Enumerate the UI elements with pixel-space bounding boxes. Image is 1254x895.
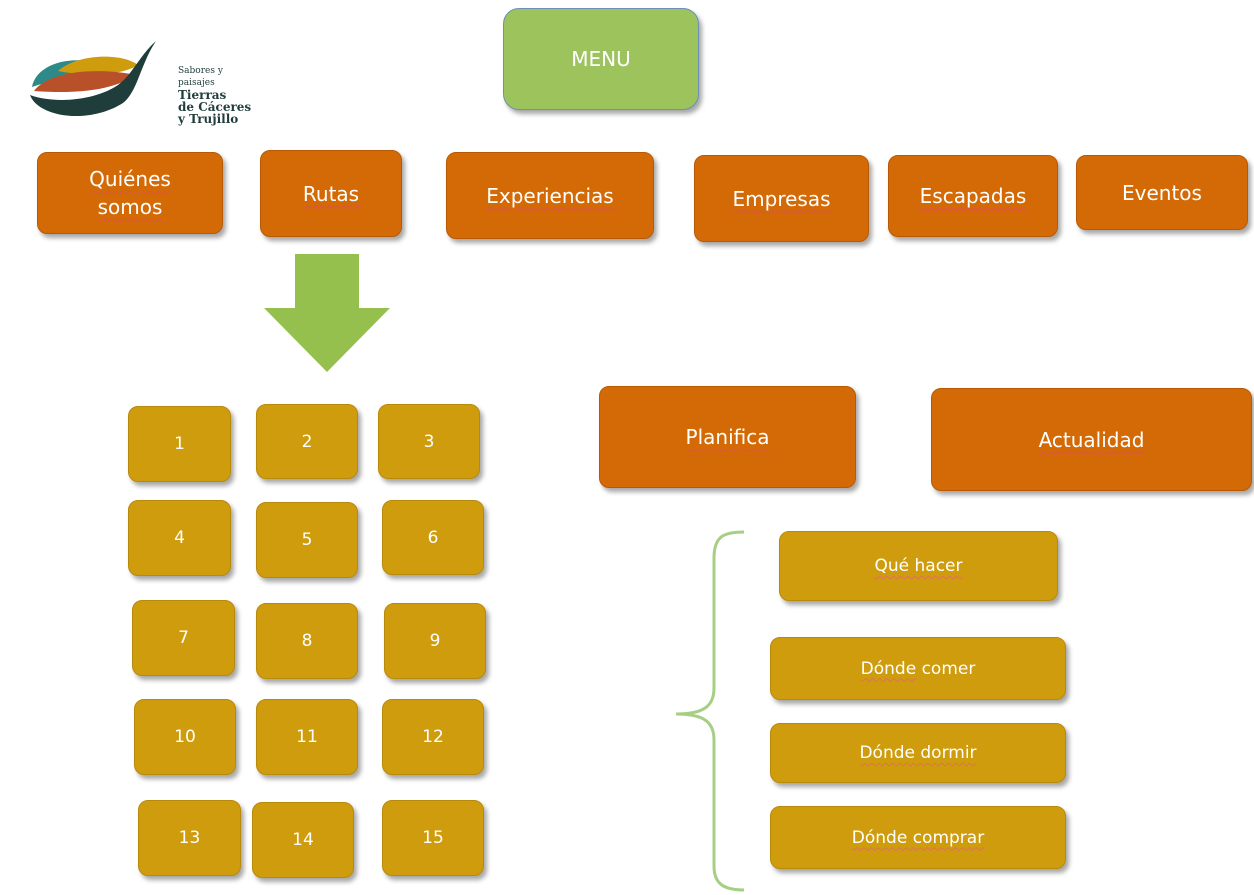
route-number: 10 <box>174 727 196 747</box>
route-number: 4 <box>174 528 185 548</box>
menu-item-escapadas[interactable]: Escapadas <box>888 155 1058 237</box>
menu-item-label: Eventos <box>1122 180 1202 205</box>
menu-item-label: Experiencias <box>486 183 614 208</box>
planifica-node[interactable]: Planifica <box>599 386 856 488</box>
menu-item-label: Escapadas <box>919 184 1027 208</box>
route-number: 1 <box>174 434 185 454</box>
menu-item-eventos[interactable]: Eventos <box>1076 155 1248 230</box>
route-box-1[interactable]: 1 <box>128 406 231 482</box>
route-box-4[interactable]: 4 <box>128 500 231 576</box>
logo-name-2: de Cáceres <box>178 100 252 114</box>
route-box-14[interactable]: 14 <box>252 802 354 878</box>
menu-item-quienes-somos[interactable]: Quiénes somos <box>37 152 223 234</box>
route-box-9[interactable]: 9 <box>384 603 486 679</box>
route-number: 9 <box>429 631 441 651</box>
route-box-7[interactable]: 7 <box>132 600 235 676</box>
planifica-item-que-hacer[interactable]: Qué hacer <box>779 531 1058 601</box>
route-number: 15 <box>422 828 444 848</box>
menu-item-experiencias[interactable]: Experiencias <box>446 152 654 239</box>
planifica-item-label: Dónde comer <box>860 658 976 679</box>
menu-item-label: Rutas <box>302 181 360 206</box>
route-box-11[interactable]: 11 <box>256 699 358 775</box>
menu-root-label: MENU <box>571 47 631 71</box>
logo-tagline-2: paisajes <box>178 78 215 88</box>
actualidad-label: Actualidad <box>1038 427 1145 452</box>
route-box-5[interactable]: 5 <box>256 502 358 578</box>
route-number: 3 <box>423 431 435 452</box>
logo-tagline-1: Sabores y <box>178 66 223 76</box>
route-number: 14 <box>292 830 314 850</box>
planifica-item-label: Qué hacer <box>874 556 963 576</box>
route-box-6[interactable]: 6 <box>382 500 484 575</box>
route-box-15[interactable]: 15 <box>382 800 484 876</box>
menu-item-label: Empresas <box>732 186 831 211</box>
route-box-8[interactable]: 8 <box>256 603 358 679</box>
route-number: 6 <box>427 527 439 548</box>
route-box-2[interactable]: 2 <box>256 404 358 479</box>
route-box-13[interactable]: 13 <box>138 800 241 876</box>
route-number: 8 <box>301 631 313 651</box>
menu-root-node[interactable]: MENU <box>503 8 699 110</box>
brand-logo: Sabores y paisajes Tierras de Cáceres y … <box>28 25 251 135</box>
actualidad-node[interactable]: Actualidad <box>931 388 1252 491</box>
down-arrow-icon <box>264 254 390 372</box>
route-number: 7 <box>178 628 189 648</box>
route-box-10[interactable]: 10 <box>134 699 236 775</box>
route-box-12[interactable]: 12 <box>382 699 484 775</box>
planifica-item-donde-dormir[interactable]: Dónde dormir <box>770 723 1066 783</box>
planifica-item-donde-comprar[interactable]: Dónde comprar <box>770 806 1066 869</box>
planifica-item-donde-comer[interactable]: Dónde comer <box>770 637 1066 700</box>
menu-item-label: Quiénes somos <box>89 167 171 219</box>
planifica-label: Planifica <box>685 425 770 449</box>
menu-item-empresas[interactable]: Empresas <box>694 155 869 242</box>
planifica-item-label: Dónde dormir <box>859 743 977 763</box>
menu-item-rutas[interactable]: Rutas <box>260 150 402 237</box>
planifica-item-label: Dónde comprar <box>851 827 985 848</box>
logo-name-1: Tierras <box>178 88 227 102</box>
logo-mark-icon <box>30 41 156 117</box>
route-number: 2 <box>301 431 313 452</box>
route-number: 12 <box>422 727 444 747</box>
grouping-brace-icon <box>675 530 745 892</box>
route-number: 13 <box>178 828 201 848</box>
logo-name-3: y Trujillo <box>178 112 239 126</box>
route-box-3[interactable]: 3 <box>378 404 480 479</box>
route-number: 11 <box>296 727 318 747</box>
route-number: 5 <box>301 530 313 550</box>
